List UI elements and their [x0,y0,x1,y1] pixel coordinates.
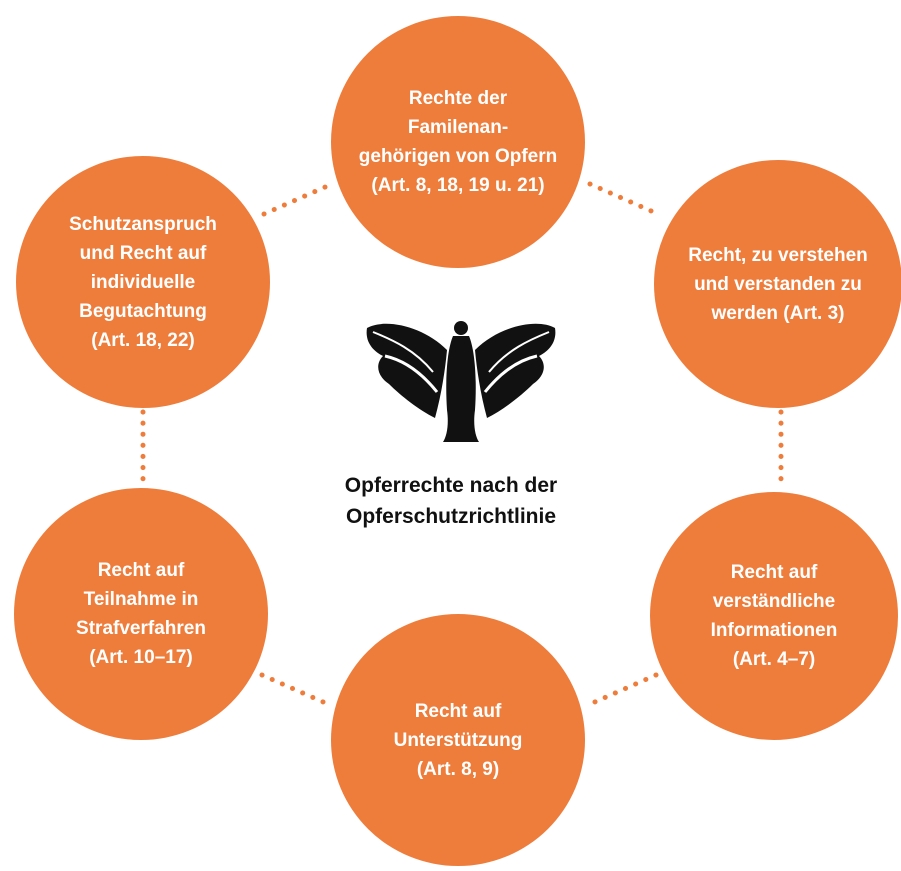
node-information-rights: Recht auf verständliche Informationen (A… [650,492,898,740]
connector-top-left [261,181,335,217]
butterfly-figure-icon [366,321,556,442]
node-label: Schutzanspruch und Recht auf individuell… [69,213,217,351]
node-label: Recht auf Teilnahme in Strafverfahren (A… [76,560,206,668]
node-understanding-rights: Recht, zu verstehen und verstanden zu we… [654,160,901,408]
node-label: Recht auf Unterstützung (Art. 8, 9) [393,700,523,780]
right-wing [475,323,556,418]
node-family-rights: Rechte der Familenan- gehörigen von Opfe… [331,16,585,268]
left-wing [366,323,447,418]
node-label: Recht, zu verstehen und verstanden zu we… [688,244,868,324]
figure-head [454,321,468,335]
node-label: Recht auf verständliche Informationen (A… [710,562,838,670]
node-label: Rechte der Familenan- gehörigen von Opfe… [358,88,558,196]
figure-robe [443,336,479,442]
connector-top-right [587,181,661,217]
node-support-rights: Recht auf Unterstützung (Art. 8, 9) [331,614,585,866]
diagram-title: Opferrechte nach der Opferschutzrichtlin… [344,474,558,528]
connector-bottom-left [259,672,333,708]
connector-bottom-right [585,672,659,708]
node-participation-rights: Recht auf Teilnahme in Strafverfahren (A… [14,488,268,740]
node-protection-rights: Schutzanspruch und Recht auf individuell… [16,156,270,408]
